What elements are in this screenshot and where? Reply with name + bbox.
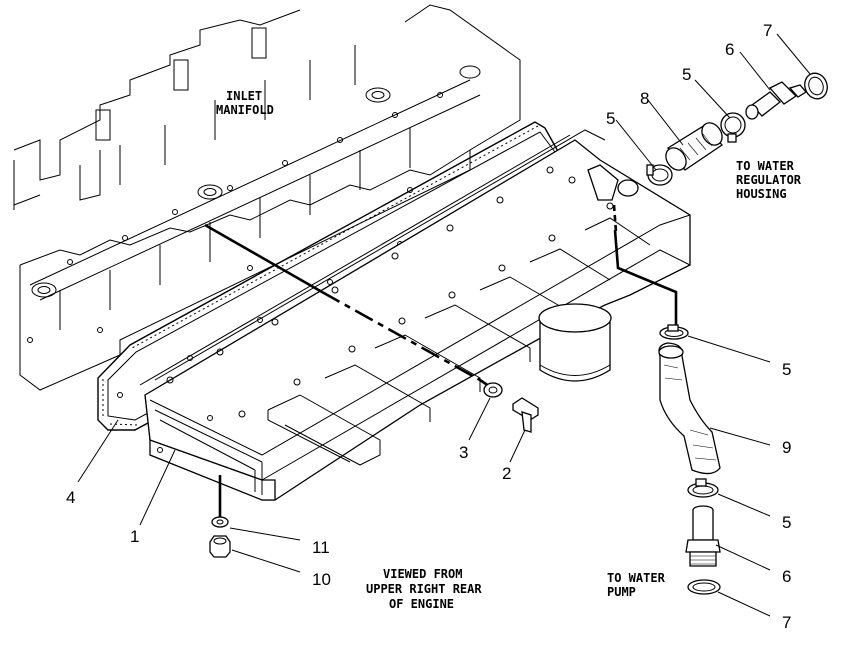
nut-part-10 — [209, 535, 231, 558]
inlet-manifold-label-line2: MANIFOLD — [216, 103, 274, 117]
washer-part-3 — [483, 382, 503, 398]
callout-1: 1 — [130, 527, 139, 546]
bolt-part-2 — [512, 397, 539, 433]
callout-9: 9 — [782, 438, 791, 457]
callout-7-low: 7 — [782, 613, 791, 632]
to-water-regulator-label-line1: TO WATER — [736, 159, 795, 173]
washer-part-11 — [211, 516, 229, 528]
to-water-regulator-label-line2: REGULATOR — [736, 173, 802, 187]
o-ring-part-7-low — [687, 579, 721, 595]
callout-5-top-right: 5 — [682, 65, 691, 84]
callout-7-top: 7 — [763, 21, 772, 40]
callout-5-top-left: 5 — [606, 109, 615, 128]
hose-clamp-low — [687, 478, 719, 498]
callout-2: 2 — [502, 464, 511, 483]
callout-11: 11 — [312, 538, 330, 557]
callout-5-mid: 5 — [782, 360, 791, 379]
viewed-from-label-line2: UPPER RIGHT REAR — [366, 582, 482, 596]
water-manifold-drawing — [139, 129, 691, 501]
callout-10: 10 — [312, 570, 331, 589]
hose-clamp-top-left — [646, 164, 673, 186]
callout-4: 4 — [66, 488, 75, 507]
fitting-part-6-top — [745, 81, 807, 120]
hose-clamp-mid — [659, 324, 689, 340]
hose-clamp-top-right — [720, 112, 746, 143]
callout-6-top: 6 — [725, 40, 734, 59]
inlet-manifold-drawing — [13, 4, 521, 391]
leader-lines — [77, 33, 811, 617]
viewed-from-label-line1: VIEWED FROM — [383, 567, 462, 581]
callout-5-low: 5 — [782, 513, 791, 532]
o-ring-part-7-top — [804, 72, 828, 100]
inlet-manifold-label-line1: INLET — [226, 89, 262, 103]
hose-part-9 — [658, 342, 721, 475]
assembly-centerlines — [204, 204, 678, 518]
callout-8: 8 — [640, 89, 649, 108]
viewed-from-label-line3: OF ENGINE — [389, 597, 454, 611]
callout-3: 3 — [459, 443, 468, 462]
callout-6-low: 6 — [782, 567, 791, 586]
to-water-regulator-label-line3: HOUSING — [736, 187, 787, 201]
to-water-pump-label-line2: PUMP — [607, 585, 636, 599]
fitting-part-6-low — [685, 505, 721, 567]
to-water-pump-label-line1: TO WATER — [607, 571, 666, 585]
hose-part-8 — [665, 122, 723, 171]
